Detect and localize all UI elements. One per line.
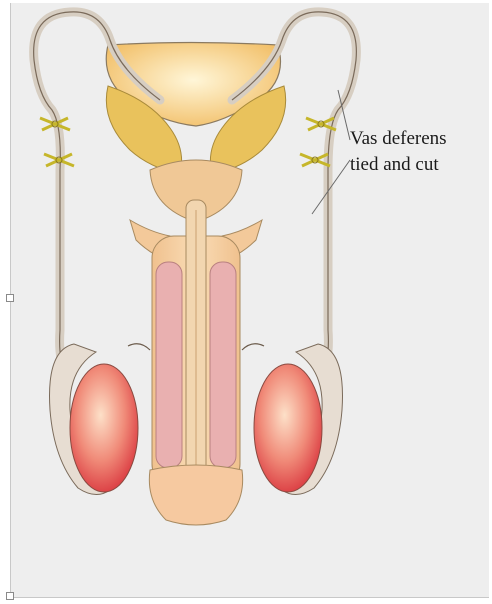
- vas-deferens-annotation: Vas deferens tied and cut: [350, 126, 490, 178]
- corpus-cavernosum-right: [210, 262, 236, 468]
- annotation-line-2: tied and cut: [350, 152, 490, 178]
- testis-right: [254, 364, 322, 492]
- annotation-line-1: Vas deferens: [350, 126, 490, 152]
- corpus-cavernosum-left: [156, 262, 182, 468]
- testis-left: [70, 364, 138, 492]
- glans: [149, 465, 242, 525]
